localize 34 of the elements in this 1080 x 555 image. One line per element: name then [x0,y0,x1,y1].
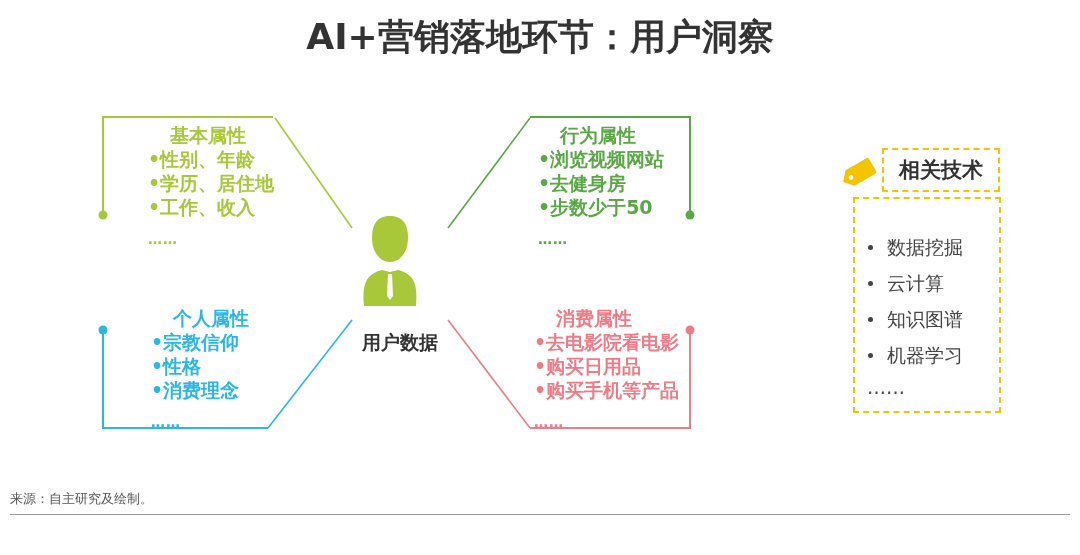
list-item: •购买手机等产品 [534,378,680,402]
dashed-panel [853,197,1001,413]
list-item: •性别、年龄 [148,147,256,171]
list-item: •去健身房 [538,171,627,195]
list-item: •去电影院看电影 [534,330,680,354]
ellipsis: …… [534,413,564,432]
list-item: •性格 [151,354,202,378]
group-heading: 消费属性 [556,306,632,330]
group-heading: 行为属性 [560,123,636,147]
list-item: •消费理念 [151,378,240,402]
list-item: •步数少于50 [538,195,653,219]
list-item: •学历、居住地 [148,171,275,195]
node-label: 用户数据 [362,330,438,354]
connector-line [447,117,531,229]
list-item: 机器学习 [887,343,963,367]
list-item: •购买日用品 [534,354,642,378]
list-item: 数据挖掘 [887,235,963,259]
ellipsis: …… [867,375,905,399]
ellipsis: …… [538,230,568,249]
connector-line [267,319,353,429]
list-item: 知识图谱 [887,307,963,331]
ellipsis: …… [148,230,178,249]
list-item: •工作、收入 [148,195,256,219]
connector-line [274,117,353,229]
group-heading: 个人属性 [173,306,249,330]
title: AI+营销落地环节：用户洞察 [305,15,775,59]
list-item: •浏览视频网站 [538,147,665,171]
connector-line [447,319,531,429]
list-item: •宗教信仰 [151,330,240,354]
list-item: 云计算 [887,271,944,295]
ellipsis: …… [151,413,181,432]
heading-box: 相关技术 [882,148,1000,192]
source-note: 来源：自主研究及绘制。 [10,490,153,508]
group-heading: 基本属性 [170,123,246,147]
